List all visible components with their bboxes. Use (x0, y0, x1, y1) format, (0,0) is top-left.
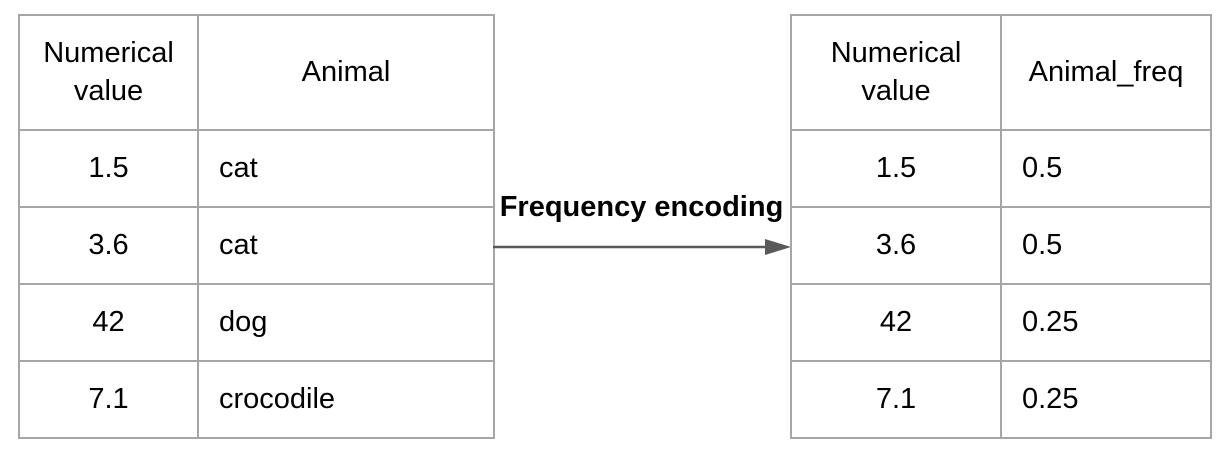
encoded-data-table: Numerical value Animal_freq 1.5 0.5 3.6 … (790, 14, 1212, 439)
table-row: 3.6 0.5 (790, 206, 1212, 285)
header-numerical-value: Numerical value (18, 14, 199, 131)
table-row: 3.6 cat (18, 206, 495, 285)
cell-animal-freq: 0.25 (1000, 360, 1212, 439)
header-animal: Animal (197, 14, 495, 131)
cell-numerical-value: 3.6 (18, 206, 199, 285)
table-row: 7.1 crocodile (18, 360, 495, 439)
cell-animal: dog (197, 283, 495, 362)
cell-animal-freq: 0.25 (1000, 283, 1212, 362)
table-row: 7.1 0.25 (790, 360, 1212, 439)
cell-numerical-value: 7.1 (790, 360, 1002, 439)
table-row: 42 dog (18, 283, 495, 362)
cell-animal-freq: 0.5 (1000, 129, 1212, 208)
cell-numerical-value: 1.5 (790, 129, 1002, 208)
cell-numerical-value: 42 (18, 283, 199, 362)
header-animal-freq: Animal_freq (1000, 14, 1212, 131)
cell-animal-freq: 0.5 (1000, 206, 1212, 285)
table-row: 1.5 cat (18, 129, 495, 208)
table-row: 42 0.25 (790, 283, 1212, 362)
transformation-label: Frequency encoding (499, 191, 784, 223)
header-numerical-value-label: Numerical value (43, 36, 174, 107)
header-numerical-value: Numerical value (790, 14, 1002, 131)
header-row: Numerical value Animal_freq (790, 14, 1212, 131)
cell-numerical-value: 1.5 (18, 129, 199, 208)
original-data-table: Numerical value Animal 1.5 cat 3.6 cat 4… (18, 14, 495, 439)
table-row: 1.5 0.5 (790, 129, 1212, 208)
cell-numerical-value: 7.1 (18, 360, 199, 439)
header-numerical-value-label: Numerical value (830, 36, 962, 107)
header-row: Numerical value Animal (18, 14, 495, 131)
cell-animal: cat (197, 129, 495, 208)
right-arrow-icon (493, 239, 791, 255)
cell-animal: crocodile (197, 360, 495, 439)
cell-numerical-value: 3.6 (790, 206, 1002, 285)
cell-numerical-value: 42 (790, 283, 1002, 362)
cell-animal: cat (197, 206, 495, 285)
